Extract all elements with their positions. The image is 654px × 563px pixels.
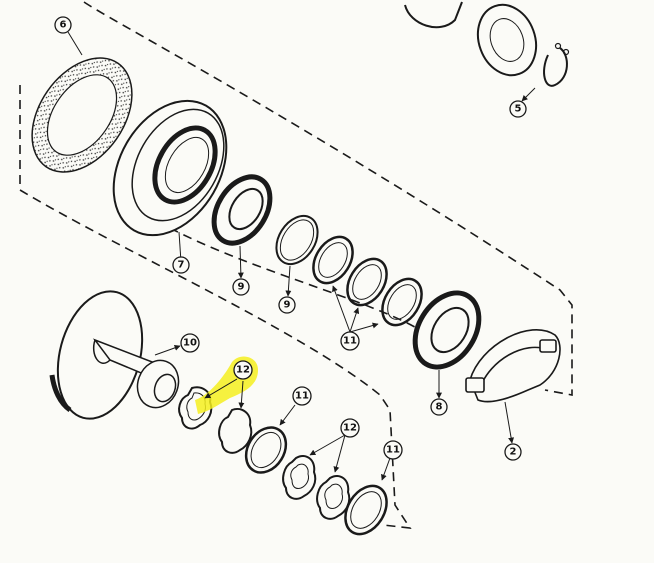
callout-9b: 9: [278, 296, 296, 314]
callout-9a: 9: [232, 278, 250, 296]
ring-11c: [344, 457, 391, 536]
svg-text:11: 11: [386, 445, 400, 456]
svg-text:9: 9: [284, 300, 291, 311]
svg-text:12: 12: [343, 423, 357, 434]
drum: [112, 99, 228, 263]
callout-11b: 11: [292, 386, 312, 406]
callout-11a: 11: [340, 331, 360, 351]
bearing-9: [211, 174, 273, 279]
clamp: [465, 329, 561, 444]
svg-text:9: 9: [238, 282, 245, 293]
callout-7: 7: [172, 256, 190, 274]
callouts: 6 5 7 9 9 11 8 2 10 12 11 12 11: [54, 16, 527, 461]
assembly-dashed-outline: [19, 1, 573, 529]
svg-text:11: 11: [295, 391, 309, 402]
bearing-8: [412, 290, 482, 399]
ring-11b: [244, 404, 296, 474]
ring-set-11: [312, 235, 423, 333]
callout-11c: 11: [383, 440, 403, 460]
friction-disc: [31, 31, 133, 173]
svg-text:7: 7: [178, 260, 185, 271]
wave-washer-12b: [218, 408, 253, 454]
svg-text:8: 8: [436, 402, 443, 413]
callout-12a: 12: [233, 360, 253, 380]
svg-text:2: 2: [510, 447, 517, 458]
wave-washer-12d: [309, 434, 351, 520]
callout-5: 5: [509, 100, 527, 118]
svg-text:5: 5: [515, 104, 522, 115]
snap-ring: [521, 42, 570, 102]
callout-12b: 12: [340, 418, 360, 438]
svg-text:6: 6: [60, 20, 67, 31]
callout-6: 6: [54, 16, 72, 34]
shaft: [49, 290, 181, 420]
callout-10: 10: [180, 333, 200, 353]
upper-partial-parts: [404, 1, 538, 77]
callout-8: 8: [430, 398, 448, 416]
wave-washer-12c: [282, 454, 317, 500]
ring-9: [275, 214, 319, 297]
callout-2: 2: [504, 443, 522, 461]
svg-text:10: 10: [183, 338, 197, 349]
svg-text:12: 12: [236, 365, 250, 376]
svg-text:11: 11: [343, 336, 357, 347]
